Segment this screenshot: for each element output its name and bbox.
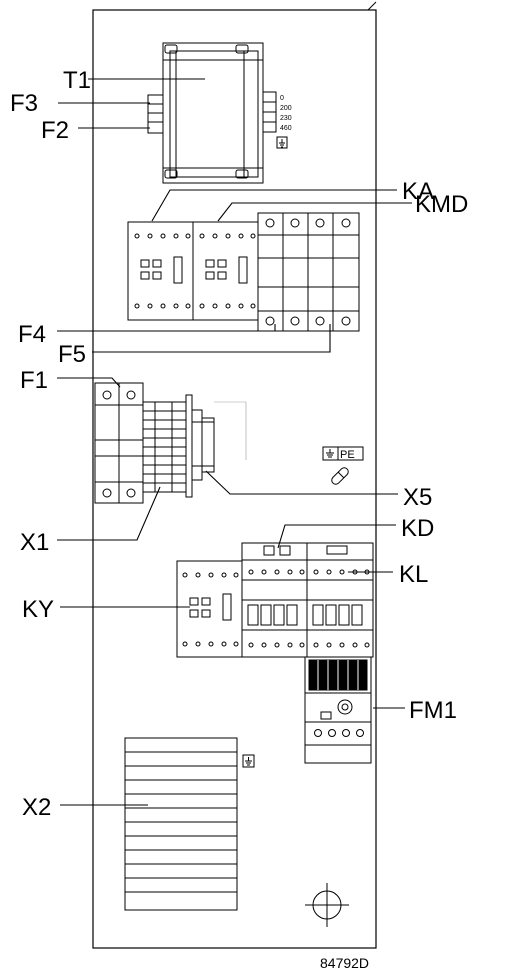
leader-lines bbox=[57, 78, 412, 806]
label-t1: T1 bbox=[63, 67, 91, 94]
tap-460: 460 bbox=[280, 125, 292, 132]
key-icon bbox=[331, 467, 349, 485]
label-x1: X1 bbox=[20, 529, 49, 556]
x2-earth-icon bbox=[242, 754, 255, 768]
panel-corner-notch bbox=[367, 1, 377, 11]
label-f2: F2 bbox=[41, 117, 69, 144]
label-f4: F4 bbox=[18, 321, 46, 348]
label-x2: X2 bbox=[22, 794, 51, 821]
label-ky: KY bbox=[22, 596, 54, 623]
label-f1: F1 bbox=[20, 367, 48, 394]
earth-icon bbox=[276, 136, 288, 149]
tap-230: 230 bbox=[280, 115, 292, 122]
mounting-hole-icon bbox=[305, 883, 349, 927]
pe-label: PE bbox=[340, 449, 355, 461]
overload-relay-fm1 bbox=[304, 656, 372, 764]
contactor-ky bbox=[176, 560, 243, 658]
label-kd: KD bbox=[401, 515, 434, 542]
terminal-x5 bbox=[185, 394, 247, 498]
label-f3: F3 bbox=[10, 90, 38, 117]
label-ka: KA bbox=[402, 178, 434, 205]
label-kl: KL bbox=[399, 561, 428, 588]
mounting-panel bbox=[92, 9, 377, 949]
contactor-ka bbox=[127, 221, 194, 321]
drawing-number: 84792D bbox=[320, 955, 369, 971]
transformer-t1 bbox=[147, 42, 288, 184]
terminal-block-x2 bbox=[124, 737, 238, 911]
label-fm1: FM1 bbox=[409, 697, 457, 724]
tap-200: 200 bbox=[280, 105, 292, 112]
label-x5: X5 bbox=[403, 484, 432, 511]
label-f5: F5 bbox=[58, 341, 86, 368]
tap-0: 0 bbox=[280, 95, 284, 102]
contactor-kl bbox=[306, 542, 374, 658]
circuit-breakers-f4-f5 bbox=[257, 212, 360, 332]
pe-earth-symbol bbox=[322, 446, 364, 461]
label-kmd: KMD bbox=[415, 191, 468, 218]
